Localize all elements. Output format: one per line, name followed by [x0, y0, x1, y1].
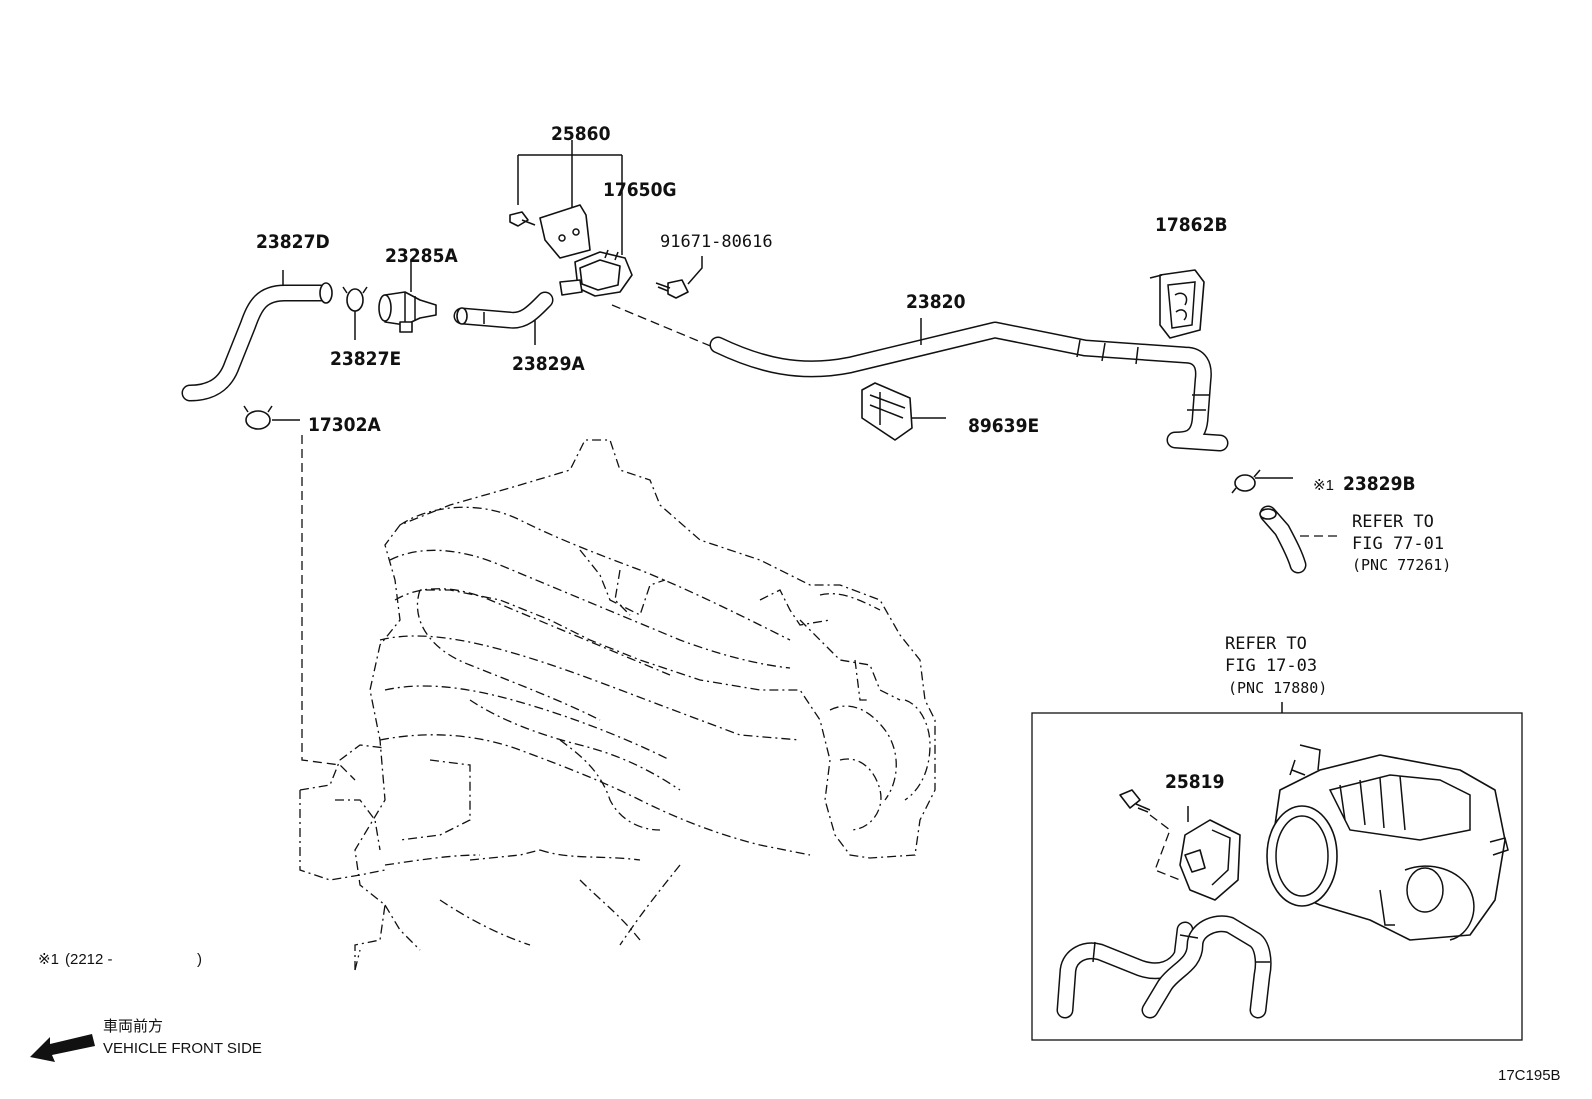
hose-23829A — [453, 291, 554, 345]
vsv-valve-icon — [559, 249, 633, 297]
footnote-mark: ※1 — [38, 951, 59, 968]
label-17862B: 17862B — [1155, 214, 1228, 236]
dash-valve-to-hose — [611, 304, 721, 351]
ref77-line1: REFER TO — [1352, 512, 1434, 532]
bracket-89639E-icon — [861, 382, 946, 441]
label-91671-80616: 91671-80616 — [660, 232, 773, 252]
inset-hoses — [1056, 915, 1272, 1019]
figure-code: 17C195B — [1498, 1067, 1561, 1084]
label-23829A: 23829A — [512, 353, 585, 375]
sensor-25819-icon — [1179, 806, 1241, 901]
throttle-body-icon — [1266, 744, 1509, 941]
front-label-jp: 車両前方 — [103, 1018, 163, 1035]
label-23827D: 23827D — [256, 231, 330, 253]
label-89639E: 89639E — [968, 415, 1039, 437]
footnote-close: ) — [197, 951, 202, 968]
hose-23827D — [181, 270, 333, 402]
label-25860: 25860 — [551, 123, 611, 145]
clamp-23827E-icon — [342, 286, 368, 340]
hose-23820 — [709, 318, 1229, 452]
dash-17302A-to-engine — [301, 435, 356, 781]
label-23829B: 23829B — [1343, 473, 1416, 495]
inset-throttle-box — [1031, 702, 1523, 1041]
check-valve-23285A-icon — [378, 262, 437, 333]
inset-bolt-icon — [1119, 789, 1151, 813]
front-direction-arrow-icon — [30, 1034, 95, 1062]
label-17302A: 17302A — [308, 414, 381, 436]
ref17-line2: FIG 17-03 — [1225, 656, 1317, 676]
label-23827E: 23827E — [330, 348, 401, 370]
bracket-icon — [539, 204, 591, 259]
label-23285A: 23285A — [385, 245, 458, 267]
screw-icon — [509, 211, 536, 227]
note-mark-23829B: ※1 — [1313, 477, 1334, 494]
front-label-en: VEHICLE FRONT SIDE — [103, 1040, 262, 1057]
bracket-17862B-icon — [1149, 269, 1205, 339]
label-25819: 25819 — [1165, 771, 1224, 793]
bolt-icon — [655, 256, 703, 299]
hose-end-23829B — [1259, 505, 1340, 574]
label-17650G: 17650G — [603, 179, 677, 201]
clamp-23829B-icon — [1231, 469, 1293, 494]
clamp-17302A-icon — [243, 405, 300, 430]
part-25860-group — [509, 140, 623, 259]
ref77-line3: (PNC 77261) — [1352, 556, 1451, 574]
engine-outline — [299, 439, 936, 971]
ref77-line2: FIG 77-01 — [1352, 534, 1444, 554]
label-23820: 23820 — [906, 291, 966, 313]
footnote-text: (2212 - — [65, 951, 113, 968]
ref17-line1: REFER TO — [1225, 634, 1307, 654]
ref17-line3: (PNC 17880) — [1228, 679, 1327, 697]
